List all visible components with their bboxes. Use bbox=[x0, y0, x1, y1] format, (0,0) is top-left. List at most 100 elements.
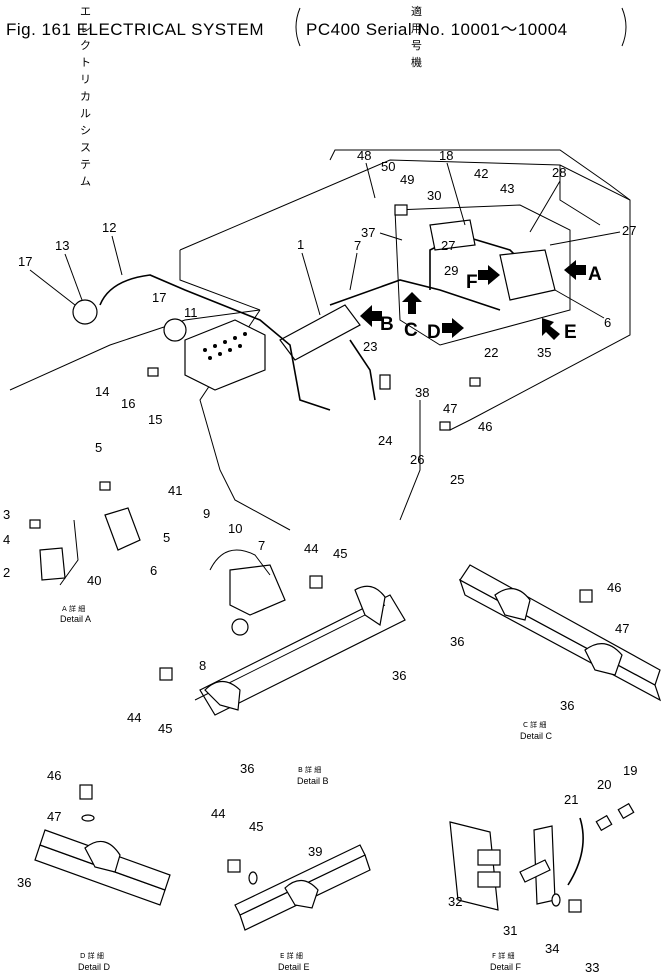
detail-a-callout-41: 41 bbox=[168, 483, 182, 498]
callout-24: 24 bbox=[378, 433, 392, 448]
detail-b-callout-44a: 44 bbox=[304, 541, 318, 556]
detail-d-callout-47: 47 bbox=[47, 809, 61, 824]
title-japanese: エレクトリカル システム bbox=[80, 6, 92, 188]
detail-a-callout-5b: 5 bbox=[163, 530, 170, 545]
detail-c-callout-47: 47 bbox=[615, 621, 629, 636]
callout-12: 12 bbox=[102, 220, 116, 235]
detail-d: 46 47 36 D 詳 細 Detail D bbox=[17, 768, 171, 972]
callout-23: 23 bbox=[363, 339, 377, 354]
detail-e-callout-45: 45 bbox=[249, 819, 263, 834]
callout-49: 49 bbox=[400, 172, 414, 187]
detail-e-caption-jp: E 詳 細 bbox=[280, 951, 303, 960]
callout-26: 26 bbox=[410, 452, 424, 467]
detail-f-callout-33: 33 bbox=[585, 960, 599, 975]
detail-f-callout-31: 31 bbox=[503, 923, 517, 938]
callout-13: 13 bbox=[55, 238, 69, 253]
detail-c-callout-46: 46 bbox=[607, 580, 621, 595]
callout-18: 18 bbox=[439, 148, 453, 163]
detail-a-caption: Detail A bbox=[60, 614, 91, 624]
callout-25: 25 bbox=[450, 472, 464, 487]
detail-b-callout-10: 10 bbox=[228, 521, 242, 536]
arrow-a-label: A bbox=[588, 264, 602, 285]
detail-b-callout-45b: 45 bbox=[158, 721, 172, 736]
detail-f-callout-21: 21 bbox=[564, 792, 578, 807]
main-assembly bbox=[9, 149, 631, 531]
arrow-b-icon bbox=[360, 305, 382, 327]
detail-c-callout-36b: 36 bbox=[560, 698, 574, 713]
detail-a-callout-40: 40 bbox=[87, 573, 101, 588]
callout-15: 15 bbox=[148, 412, 162, 427]
applicability-japanese: 適用号機 bbox=[411, 6, 423, 69]
callout-1: 1 bbox=[297, 237, 304, 252]
arrow-e-label: E bbox=[564, 322, 577, 343]
detail-a: 5 3 4 2 41 5 6 40 A 詳 細 Detail A bbox=[3, 440, 182, 624]
detail-e-callout-39: 39 bbox=[308, 844, 322, 859]
detail-b-callout-36a: 36 bbox=[392, 668, 406, 683]
detail-c: 46 47 36 36 C 詳 細 Detail C bbox=[450, 564, 661, 741]
detail-a-caption-jp: A 詳 細 bbox=[62, 604, 85, 613]
detail-f-callout-32: 32 bbox=[448, 894, 462, 909]
callout-16: 16 bbox=[121, 396, 135, 411]
callout-7: 7 bbox=[354, 238, 361, 253]
title-english: Fig. 161 ELECTRICAL SYSTEM bbox=[6, 20, 265, 39]
detail-d-caption: Detail D bbox=[78, 962, 111, 972]
paren-right bbox=[621, 7, 627, 47]
callout-50: 50 bbox=[381, 159, 395, 174]
view-arrows: B C D F A E bbox=[360, 260, 602, 343]
callout-6-main: 6 bbox=[604, 315, 611, 330]
detail-c-caption-jp: C 詳 細 bbox=[523, 720, 546, 729]
detail-f-caption: Detail F bbox=[490, 962, 522, 972]
arrow-d-label: D bbox=[427, 322, 441, 343]
detail-b-caption: Detail B bbox=[297, 776, 329, 786]
callout-47: 47 bbox=[443, 401, 457, 416]
horn-icon bbox=[72, 299, 98, 325]
arrow-c-label: C bbox=[404, 320, 418, 341]
detail-b-callout-8: 8 bbox=[199, 658, 206, 673]
detail-e: 44 45 39 E 詳 細 Detail E bbox=[211, 806, 371, 972]
detail-c-callout-36a: 36 bbox=[450, 634, 464, 649]
serial-range: PC400 Serial No. 10001～10004 bbox=[306, 20, 568, 39]
detail-a-callout-2: 2 bbox=[3, 565, 10, 580]
callout-11: 11 bbox=[184, 305, 198, 320]
detail-f-callout-19: 19 bbox=[623, 763, 637, 778]
detail-b-callout-36b: 36 bbox=[240, 761, 254, 776]
callout-17a: 17 bbox=[18, 254, 32, 269]
detail-c-caption: Detail C bbox=[520, 731, 553, 741]
callout-27a: 27 bbox=[441, 238, 455, 253]
callout-14: 14 bbox=[95, 384, 109, 399]
arrow-c-icon bbox=[402, 292, 422, 314]
detail-a-callout-3: 3 bbox=[3, 507, 10, 522]
detail-d-callout-46: 46 bbox=[47, 768, 61, 783]
arrow-d-icon bbox=[442, 318, 464, 338]
arrow-e-icon bbox=[542, 318, 560, 340]
detail-f-callout-34: 34 bbox=[545, 941, 559, 956]
callout-27b: 27 bbox=[622, 223, 636, 238]
detail-f-caption-jp: F 詳 細 bbox=[492, 951, 514, 960]
arrow-b-label: B bbox=[380, 314, 394, 335]
detail-a-callout-6: 6 bbox=[150, 563, 157, 578]
lamp-icon bbox=[163, 318, 187, 342]
callout-48: 48 bbox=[357, 148, 371, 163]
detail-b-callout-9: 9 bbox=[203, 506, 210, 521]
detail-a-callout-4: 4 bbox=[3, 532, 10, 547]
callout-22: 22 bbox=[484, 345, 498, 360]
detail-e-caption: Detail E bbox=[278, 962, 310, 972]
detail-b-callout-44b: 44 bbox=[127, 710, 141, 725]
detail-b-caption-jp: B 詳 細 bbox=[298, 765, 321, 774]
detail-d-callout-36: 36 bbox=[17, 875, 31, 890]
arrow-f-icon bbox=[478, 265, 500, 285]
callout-28: 28 bbox=[552, 165, 566, 180]
detail-e-callout-44: 44 bbox=[211, 806, 225, 821]
paren-left bbox=[295, 7, 301, 47]
callout-30: 30 bbox=[427, 188, 441, 203]
callout-46: 46 bbox=[478, 419, 492, 434]
detail-f: 19 20 21 32 31 34 33 F 詳 細 Detail F bbox=[448, 763, 637, 975]
callout-37: 37 bbox=[361, 225, 375, 240]
detail-f-callout-20: 20 bbox=[597, 777, 611, 792]
callout-29: 29 bbox=[444, 263, 458, 278]
arrow-a-icon bbox=[564, 260, 586, 280]
detail-b-callout-7: 7 bbox=[258, 538, 265, 553]
arrow-f-label: F bbox=[466, 272, 478, 293]
detail-d-caption-jp: D 詳 細 bbox=[80, 951, 104, 960]
